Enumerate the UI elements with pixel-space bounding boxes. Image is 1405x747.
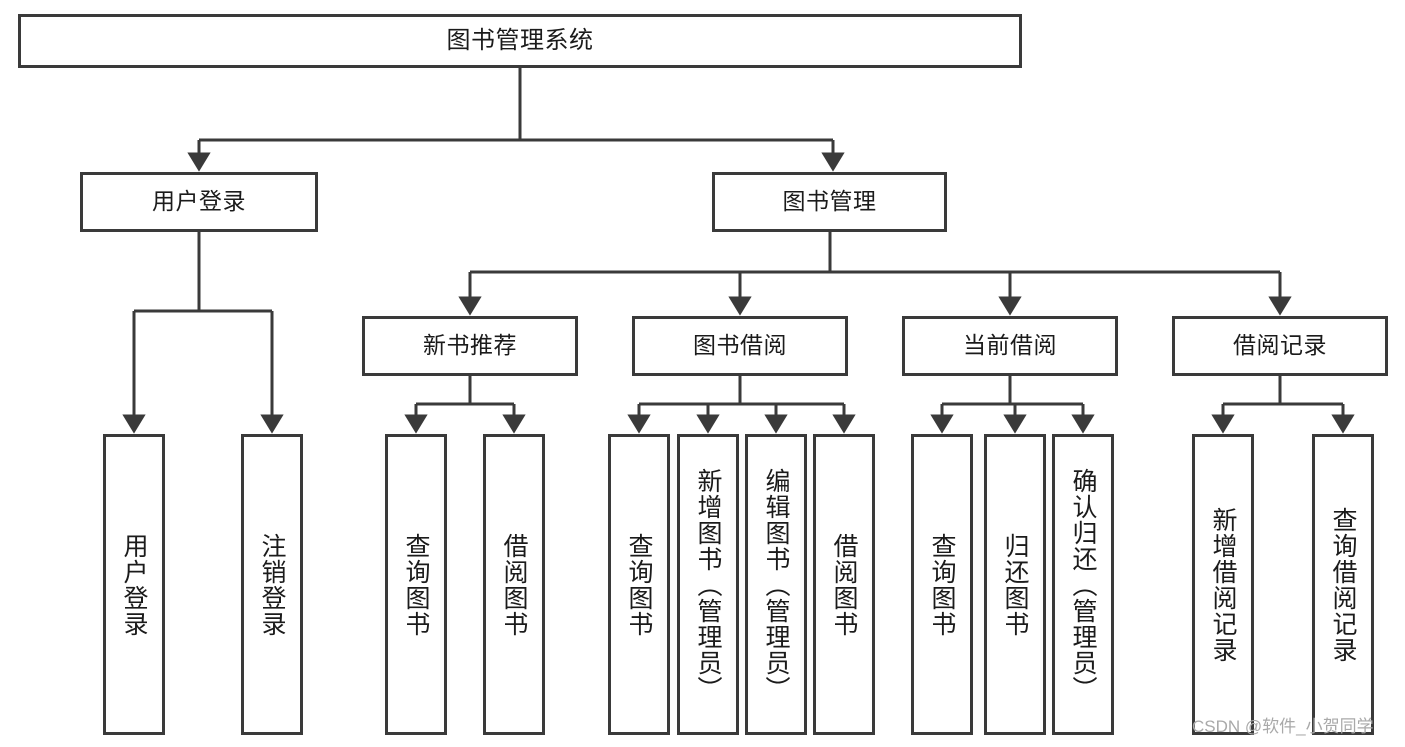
- node-leaf-label: 查询图书: [625, 532, 653, 637]
- node-leaf[interactable]: 借阅图书: [483, 434, 545, 735]
- node-book-borrow-label: 图书借阅: [693, 332, 787, 359]
- node-borrow-record-label: 借阅记录: [1233, 332, 1327, 359]
- node-leaf[interactable]: 归还图书: [984, 434, 1046, 735]
- node-leaf[interactable]: 查询图书: [385, 434, 447, 735]
- node-leaf[interactable]: 查询图书: [608, 434, 670, 735]
- node-leaf-label: 用户登录: [120, 532, 148, 637]
- node-leaf[interactable]: 查询图书: [911, 434, 973, 735]
- node-leaf[interactable]: 确认归还（管理员）: [1052, 434, 1114, 735]
- node-book-management-label: 图书管理: [782, 188, 877, 215]
- node-leaf-label: 确认归还（管理员）: [1069, 467, 1097, 702]
- csdn-watermark: CSDN @软件_小贺同学: [1192, 717, 1374, 736]
- node-leaf[interactable]: 用户登录: [103, 434, 165, 735]
- node-root-system[interactable]: 图书管理系统: [18, 14, 1022, 68]
- node-user-login[interactable]: 用户登录: [80, 172, 318, 232]
- node-leaf-label: 新增借阅记录: [1209, 506, 1237, 663]
- node-leaf-label: 借阅图书: [500, 532, 528, 637]
- node-borrow-record[interactable]: 借阅记录: [1172, 316, 1388, 376]
- node-current-borrow-label: 当前借阅: [963, 332, 1057, 359]
- node-leaf-label: 归还图书: [1001, 532, 1029, 637]
- node-new-book-recommend-label: 新书推荐: [423, 332, 517, 359]
- node-leaf-label: 借阅图书: [830, 532, 858, 637]
- node-leaf[interactable]: 借阅图书: [813, 434, 875, 735]
- node-leaf[interactable]: 新增借阅记录: [1192, 434, 1254, 735]
- node-leaf-label: 查询图书: [402, 532, 430, 637]
- node-leaf[interactable]: 新增图书（管理员）: [677, 434, 739, 735]
- node-leaf-label: 查询图书: [928, 532, 956, 637]
- node-leaf-label: 新增图书（管理员）: [694, 467, 722, 702]
- node-book-management[interactable]: 图书管理: [712, 172, 947, 232]
- node-user-login-label: 用户登录: [152, 188, 246, 215]
- node-current-borrow[interactable]: 当前借阅: [902, 316, 1118, 376]
- node-leaf[interactable]: 查询借阅记录: [1312, 434, 1374, 735]
- node-leaf-label: 注销登录: [258, 532, 286, 637]
- node-leaf[interactable]: 编辑图书（管理员）: [745, 434, 807, 735]
- node-root-label: 图书管理系统: [446, 26, 594, 54]
- node-leaf[interactable]: 注销登录: [241, 434, 303, 735]
- node-book-borrow[interactable]: 图书借阅: [632, 316, 848, 376]
- node-leaf-label: 编辑图书（管理员）: [762, 467, 790, 702]
- node-new-book-recommend[interactable]: 新书推荐: [362, 316, 578, 376]
- node-leaf-label: 查询借阅记录: [1329, 506, 1357, 663]
